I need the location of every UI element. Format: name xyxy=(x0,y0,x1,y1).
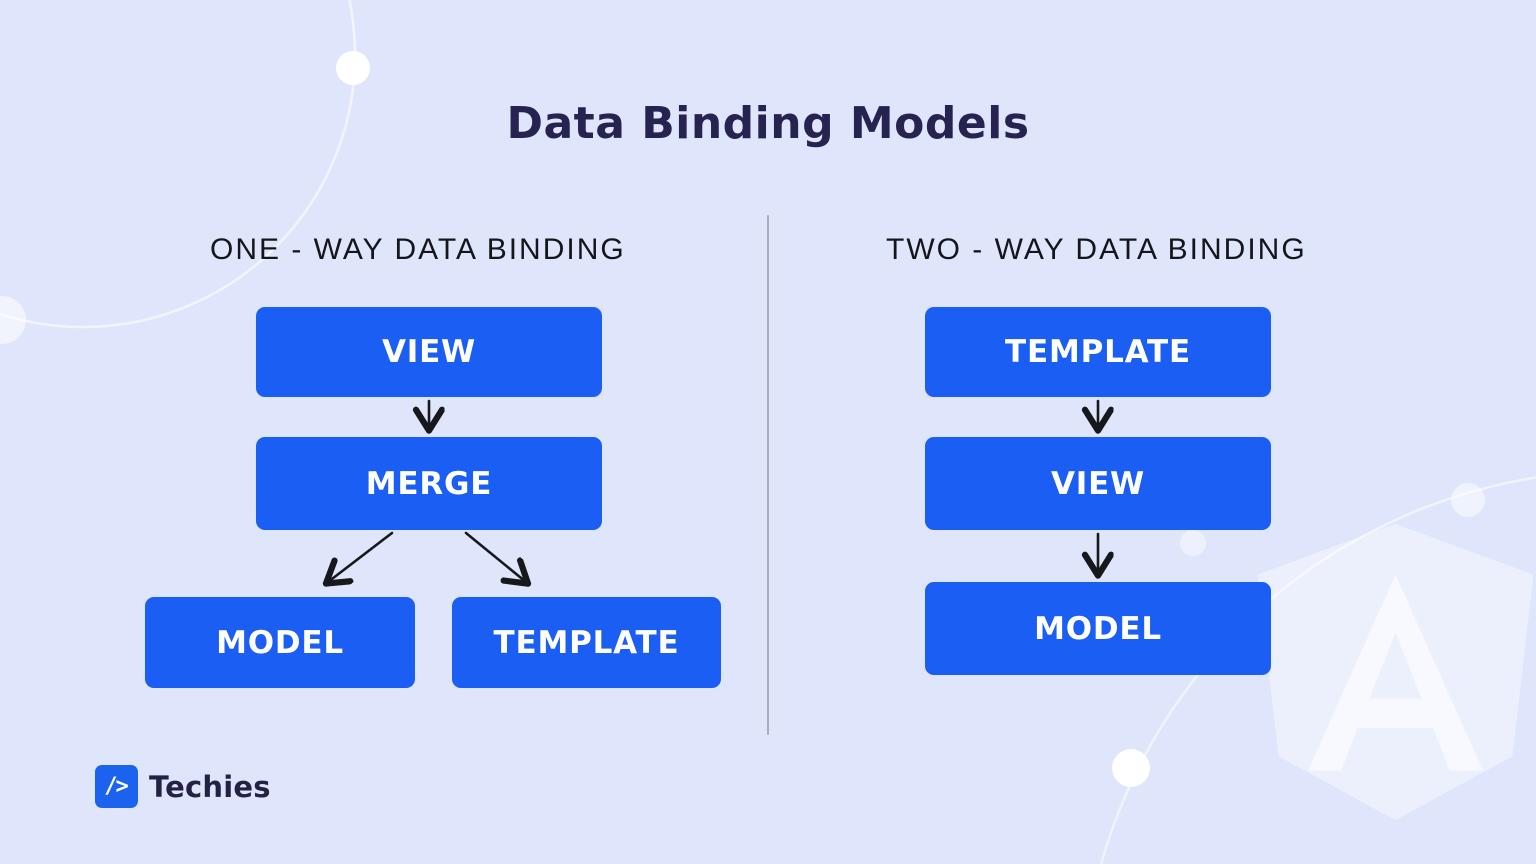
decor-dot xyxy=(336,51,370,85)
one-way-node-view: VIEW xyxy=(256,307,602,397)
one-way-node-model: MODEL xyxy=(145,597,415,688)
decor-dot xyxy=(1180,530,1206,556)
code-slash-icon: /> xyxy=(95,765,138,808)
node-label: TEMPLATE xyxy=(493,624,680,661)
node-label: VIEW xyxy=(381,334,477,370)
decor-dot xyxy=(1451,483,1485,517)
node-label: TEMPLATE xyxy=(1005,334,1191,370)
decor-dot xyxy=(1112,749,1150,787)
decor-dot xyxy=(0,296,26,344)
one-way-heading: ONE - WAY DATA BINDING xyxy=(210,233,626,266)
two-way-heading: TWO - WAY DATA BINDING xyxy=(886,233,1307,266)
two-way-node-view: VIEW xyxy=(925,437,1271,530)
node-label: VIEW xyxy=(1050,465,1146,502)
arrow-merge-to-template xyxy=(464,531,526,582)
decor-arc-top-left xyxy=(0,0,357,329)
two-way-node-template: TEMPLATE xyxy=(925,307,1271,397)
angular-logo-watermark-icon xyxy=(1257,523,1534,821)
one-way-node-template: TEMPLATE xyxy=(452,597,721,688)
brand-logo: /> Techies xyxy=(95,765,271,808)
one-way-node-merge: MERGE xyxy=(256,437,602,530)
two-way-node-model: MODEL xyxy=(925,582,1271,675)
arrow-merge-to-model xyxy=(328,531,394,582)
section-divider xyxy=(767,215,769,735)
brand-name: Techies xyxy=(149,769,271,804)
page-title: Data Binding Models xyxy=(506,98,1030,149)
node-label: MERGE xyxy=(365,465,493,502)
node-label: MODEL xyxy=(216,624,344,661)
node-label: MODEL xyxy=(1034,610,1162,647)
code-slash-glyph: /> xyxy=(104,774,128,799)
